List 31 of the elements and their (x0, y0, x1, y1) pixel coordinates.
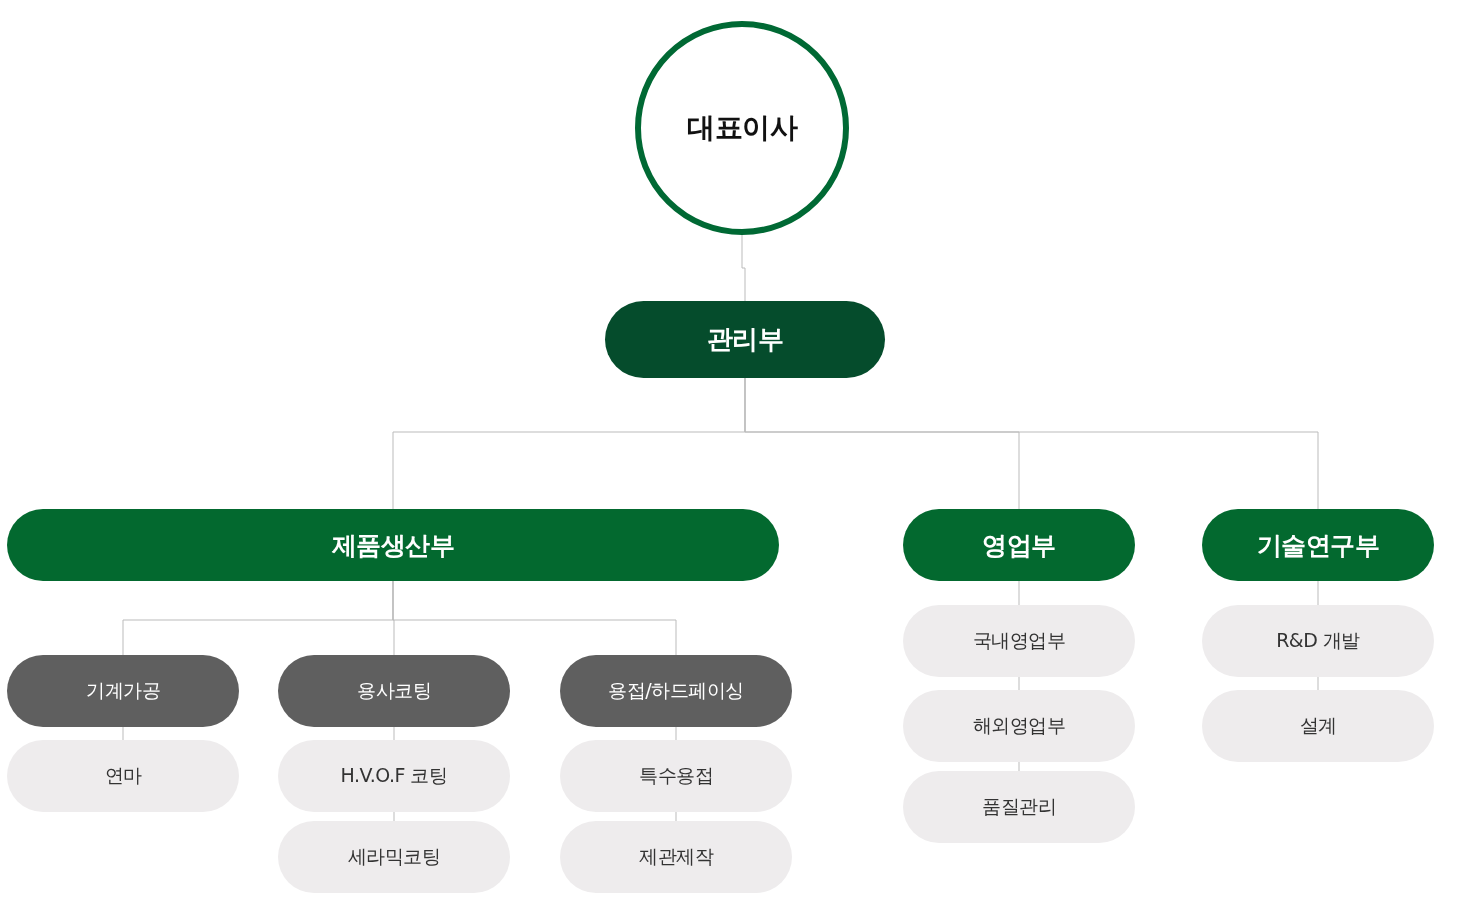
connector-line (122, 726, 124, 741)
node-label: 해외영업부 (972, 713, 1066, 738)
connector-line (741, 234, 746, 302)
node-label: 특수용접 (639, 763, 713, 788)
connector-line (1317, 580, 1319, 606)
node-label: 제관제작 (639, 844, 713, 869)
node-label: H.V.O.F 코팅 (340, 763, 448, 788)
node-label: 영업부 (982, 529, 1056, 562)
connector-line (392, 580, 677, 656)
connector-line (1018, 761, 1020, 772)
node-label: 용접/하드페이싱 (608, 678, 744, 703)
node-label: 품질관리 (982, 794, 1056, 819)
connector-line (393, 811, 395, 822)
node-label: 연마 (104, 763, 142, 788)
node-label: 설계 (1299, 713, 1337, 738)
connector-line (1018, 676, 1020, 691)
node-label: 제품생산부 (331, 529, 455, 562)
node-label: 기술연구부 (1256, 529, 1380, 562)
connector-line (1018, 580, 1020, 606)
connector-line (675, 726, 677, 741)
connector-line (393, 726, 395, 741)
node-label: 용사코팅 (357, 678, 431, 703)
connector-line (675, 811, 677, 822)
node-label: 기계가공 (86, 678, 160, 703)
node-label: 관리부 (706, 323, 784, 356)
node-label: 대표이사 (687, 110, 797, 146)
connector-line (1317, 676, 1319, 691)
node-label: 국내영업부 (972, 628, 1066, 653)
connector-line (744, 377, 1319, 510)
node-label: R&D 개발 (1276, 628, 1360, 653)
node-label: 세라믹코팅 (347, 844, 441, 869)
